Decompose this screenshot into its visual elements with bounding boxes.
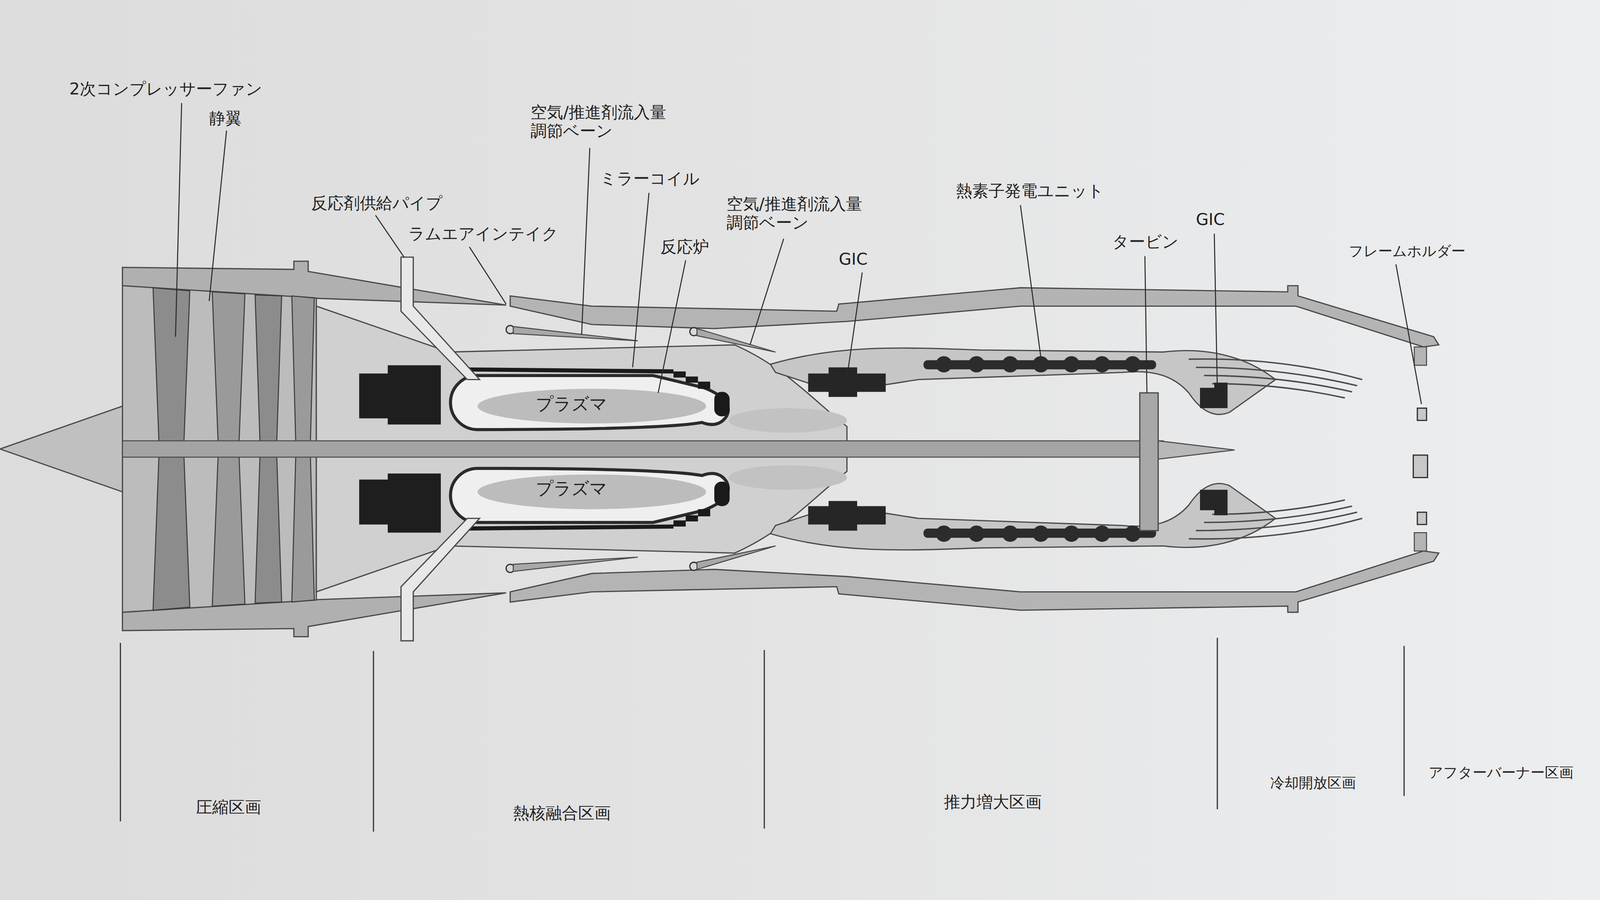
section-label: 圧縮区画	[196, 798, 262, 817]
leader-line	[581, 148, 591, 335]
flame-holder	[1417, 512, 1427, 525]
section-divider	[119, 642, 122, 822]
flame-holder	[1417, 408, 1427, 421]
section-divider	[1403, 646, 1405, 797]
leader-line	[1214, 233, 1218, 390]
leader-line	[658, 260, 686, 393]
leader-line	[750, 238, 784, 345]
shaft	[122, 440, 1164, 458]
part-label: 熱素子発電ユニット	[955, 181, 1104, 201]
leader-line	[375, 215, 404, 258]
leader-lines	[175, 103, 1422, 405]
turbine-disc	[1139, 392, 1158, 531]
section-dividers	[120, 637, 1404, 832]
section-label: アフターバーナー区画	[1428, 764, 1574, 781]
leader-line	[846, 272, 863, 378]
section-divider	[1216, 637, 1218, 810]
section-divider	[763, 650, 765, 829]
section-label: 推力増大区画	[944, 792, 1042, 812]
leader-line	[1396, 264, 1422, 404]
flame-holder	[1413, 455, 1428, 478]
spinner-cone	[0, 405, 123, 492]
plasma-label: プラズマ	[535, 394, 608, 414]
part-label: ラムエアインテイク	[408, 224, 559, 244]
section-divider	[373, 651, 375, 832]
part-label: 空気/推進剤流入量 調節ベーン	[726, 194, 893, 233]
part-label: 静翼	[209, 109, 242, 128]
leader-line	[1020, 205, 1041, 358]
leader-line	[469, 246, 507, 304]
part-label: フレームホルダー	[1348, 242, 1466, 260]
part-label: GIC	[838, 250, 868, 269]
part-label: GIC	[1196, 210, 1225, 229]
engine-top-half	[122, 257, 1439, 449]
part-label: ミラーコイル	[600, 169, 700, 189]
part-label: 反応剤供給パイプ	[311, 194, 443, 213]
engine-bottom-half	[122, 448, 1439, 641]
leader-line	[209, 130, 227, 301]
part-label: タービン	[1112, 232, 1179, 252]
leader-line	[175, 103, 182, 337]
part-label: 反応炉	[660, 237, 710, 257]
leader-line	[632, 192, 649, 368]
part-label: 空気/推進剤流入量 調節ベーン	[530, 103, 697, 141]
plasma-label: プラズマ	[535, 478, 608, 499]
leader-line	[1144, 255, 1147, 393]
part-label: 2次コンプレッサーファン	[69, 79, 263, 99]
section-label: 冷却開放区画	[1270, 774, 1356, 791]
section-label: 熱核融合区画	[513, 803, 611, 823]
tail-cone	[1158, 440, 1235, 460]
